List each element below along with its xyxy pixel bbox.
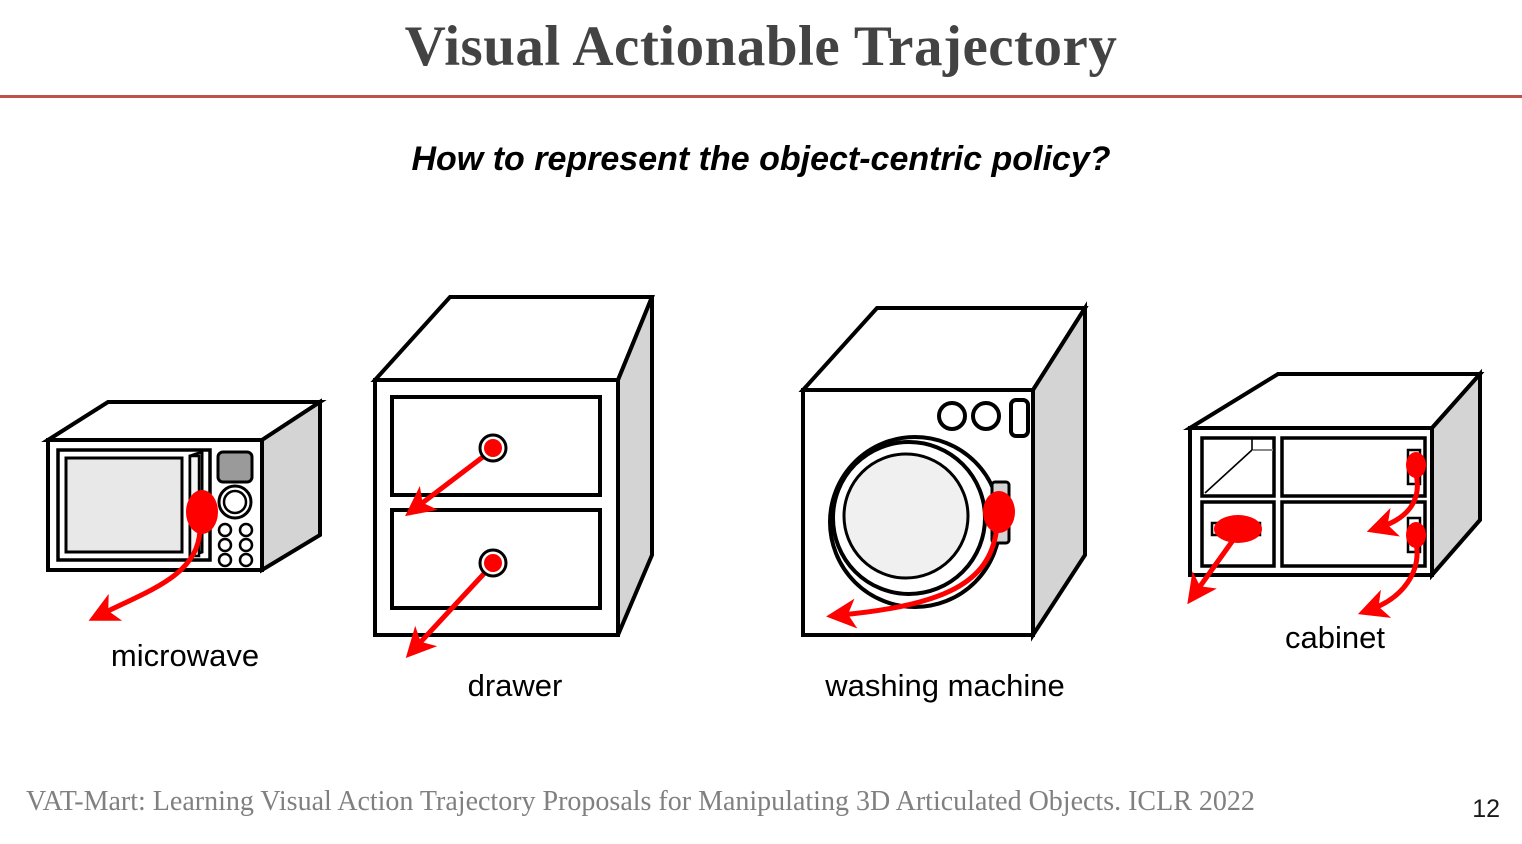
washer-door-glass	[842, 452, 970, 580]
cabinet-compartment-top-right	[1280, 436, 1427, 498]
washer-knob-left	[937, 401, 967, 431]
cabinet-figure	[1182, 368, 1485, 618]
cabinet-contact-marker-bottom-right	[1406, 522, 1426, 548]
washing-machine-label: washing machine	[825, 668, 1065, 703]
microwave-display-panel	[216, 450, 254, 484]
drawer-label: drawer	[467, 668, 563, 703]
microwave-trajectory-arrow	[88, 529, 203, 621]
microwave-button	[238, 522, 254, 538]
cabinet-top-face	[1182, 372, 1485, 430]
slide-subtitle: How to represent the object-centric poli…	[411, 140, 1111, 178]
cabinet-compartment-top-left	[1200, 436, 1276, 498]
drawer-contact-marker-bottom	[484, 554, 502, 572]
microwave-button	[217, 552, 233, 568]
drawer-trajectory-arrow-top	[405, 448, 494, 517]
drawer-figure	[370, 295, 655, 659]
microwave-label: microwave	[110, 638, 260, 673]
washer-knob-right	[971, 401, 1001, 431]
microwave-button	[238, 552, 254, 568]
cabinet-contact-marker-bottom-left	[1214, 515, 1262, 543]
drawer-contact-marker-top	[484, 439, 502, 457]
microwave-button	[217, 537, 233, 553]
figure-area: microwave drawer	[0, 200, 1522, 730]
cabinet-label: cabinet	[1285, 620, 1385, 655]
microwave-figure	[41, 398, 327, 621]
microwave-window	[64, 456, 184, 554]
drawer-trajectory-arrow-bottom	[405, 563, 494, 659]
microwave-knob-inner	[222, 489, 248, 515]
washer-trajectory-arrow	[826, 526, 1000, 629]
cabinet-trajectory-arrow-bottom-right	[1357, 541, 1420, 618]
washing-machine-figure	[798, 301, 1089, 642]
title-divider	[0, 95, 1522, 98]
cabinet-trajectory-arrow-bottom-left	[1187, 534, 1239, 605]
washer-display	[1009, 398, 1030, 438]
microwave-button	[238, 537, 254, 553]
cabinet-shelf-diagonal	[1204, 449, 1253, 494]
washer-contact-marker	[983, 491, 1015, 533]
microwave-contact-marker	[186, 490, 218, 534]
page-number: 12	[1472, 795, 1500, 823]
page-title: Visual Actionable Trajectory	[404, 15, 1118, 78]
microwave-button	[217, 522, 233, 538]
drawer-top-face	[370, 295, 655, 382]
cabinet-contact-marker-top-right	[1406, 452, 1426, 478]
footer-citation: VAT-Mart: Learning Visual Action Traject…	[26, 786, 1255, 817]
cabinet-trajectory-arrow-top-right	[1366, 473, 1420, 537]
